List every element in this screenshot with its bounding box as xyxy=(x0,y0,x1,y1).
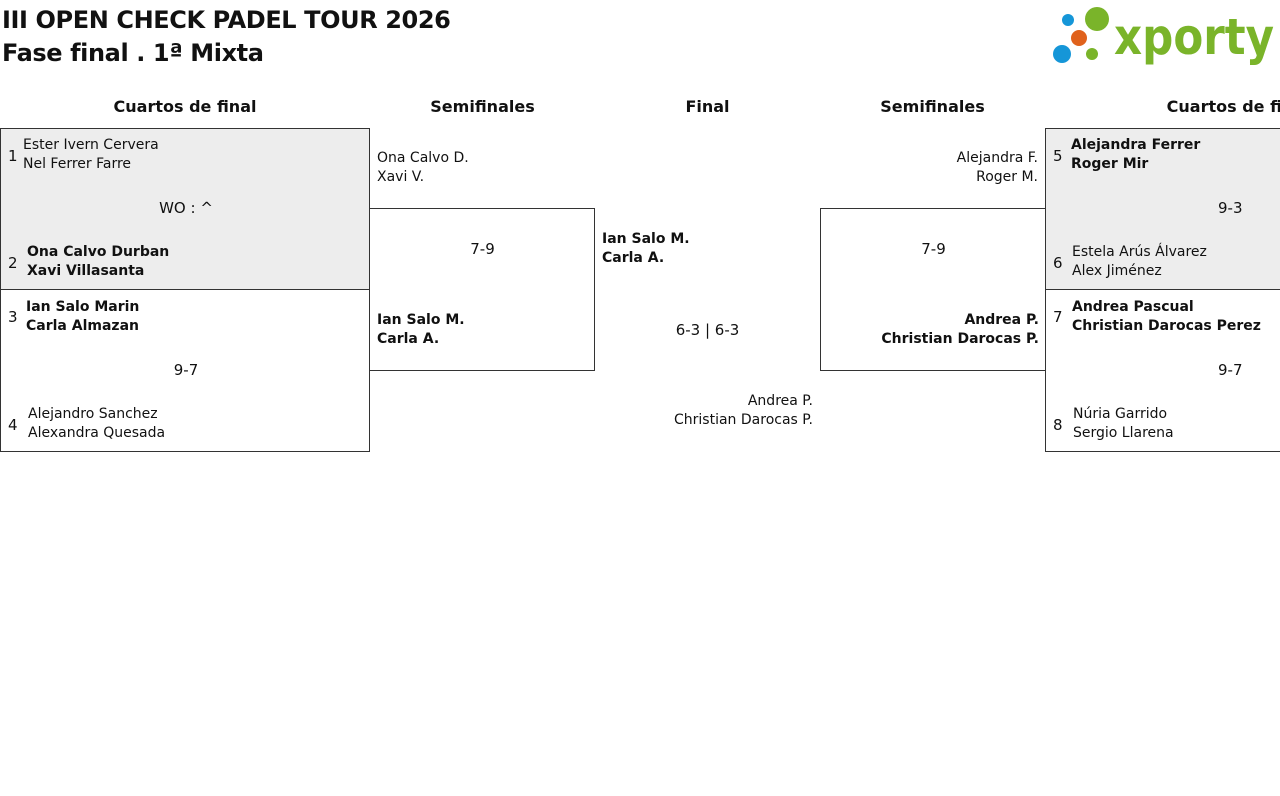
team-name-winner: Andrea P. Christian Darocas P. xyxy=(821,311,1039,349)
seed-number: 7 xyxy=(1053,308,1063,326)
match-score: 9-3 xyxy=(1218,199,1243,217)
match-sf-left[interactable]: 7-9 Ian Salo M. Carla A. xyxy=(369,208,595,371)
player-name: Ian Salo M. xyxy=(377,312,465,328)
match-score: 7-9 xyxy=(921,240,946,258)
match-qf-1[interactable]: 1 Ester Ivern Cervera Nel Ferrer Farre W… xyxy=(0,128,370,290)
team-name: Ester Ivern Cervera Nel Ferrer Farre xyxy=(23,136,159,174)
logo-text: xporty xyxy=(1114,8,1274,66)
seed-number: 8 xyxy=(1053,416,1063,434)
player-name: Christian Darocas P. xyxy=(674,412,813,428)
seed-number: 3 xyxy=(8,308,18,326)
sf-left-top-team: Ona Calvo D. Xavi V. xyxy=(377,149,469,187)
player-name: Alejandra Ferrer xyxy=(1071,137,1201,153)
team-name-winner: Ona Calvo Durban Xavi Villasanta xyxy=(27,243,169,281)
player-name: Ian Salo Marin xyxy=(26,299,140,315)
player-name: Alejandro Sanchez xyxy=(28,406,158,422)
match-sf-right[interactable]: 7-9 Andrea P. Christian Darocas P. xyxy=(820,208,1046,371)
player-name: Ester Ivern Cervera xyxy=(23,137,159,153)
xporty-logo[interactable]: xporty xyxy=(1050,2,1280,68)
seed-number: 5 xyxy=(1053,147,1063,165)
tournament-title: III OPEN CHECK PADEL TOUR 2026 xyxy=(2,6,451,34)
seed-number: 6 xyxy=(1053,254,1063,272)
player-name: Carla Almazan xyxy=(26,318,139,334)
player-name: Estela Arús Álvarez xyxy=(1072,244,1207,260)
team-name: Alejandro Sanchez Alexandra Quesada xyxy=(28,405,165,443)
player-name: Andrea P. xyxy=(964,312,1039,328)
team-name-winner: Andrea Pascual Christian Darocas Perez xyxy=(1072,298,1261,336)
round-heading-sf-left: Semifinales xyxy=(430,97,535,116)
team-name: Núria Garrido Sergio Llarena xyxy=(1073,405,1174,443)
player-name: Roger Mir xyxy=(1071,156,1149,172)
player-name: Alejandra F. xyxy=(956,150,1038,166)
player-name: Roger M. xyxy=(976,169,1038,185)
phase-subtitle: Fase final . 1ª Mixta xyxy=(2,39,264,67)
player-name: Xavi V. xyxy=(377,169,425,185)
player-name: Christian Darocas P. xyxy=(881,331,1039,347)
player-name: Ian Salo M. xyxy=(602,231,690,247)
match-qf-3[interactable]: 5 Alejandra Ferrer Roger Mir 9-3 6 Estel… xyxy=(1045,128,1280,290)
player-name: Christian Darocas Perez xyxy=(1072,318,1261,334)
player-name: Nel Ferrer Farre xyxy=(23,156,132,172)
logo-dots-icon: xporty xyxy=(1053,7,1274,66)
sf-right-top-team: Alejandra F. Roger M. xyxy=(820,149,1038,187)
player-name: Sergio Llarena xyxy=(1073,425,1174,441)
round-heading-qf-right: Cuartos de fin xyxy=(1166,97,1280,116)
player-name: Alexandra Quesada xyxy=(28,425,166,441)
player-name: Xavi Villasanta xyxy=(27,263,145,279)
final-winner-team: Ian Salo M. Carla A. xyxy=(602,230,690,268)
player-name: Andrea P. xyxy=(747,393,813,409)
final-score: 6-3 | 6-3 xyxy=(675,321,740,339)
match-score: 7-9 xyxy=(470,240,495,258)
player-name: Ona Calvo D. xyxy=(377,150,469,166)
player-name: Núria Garrido xyxy=(1073,406,1168,422)
match-score: WO : ^ xyxy=(159,199,213,217)
team-name: Estela Arús Álvarez Alex Jiménez xyxy=(1072,243,1207,281)
team-name-winner: Ian Salo M. Carla A. xyxy=(377,311,465,349)
round-heading-sf-right: Semifinales xyxy=(880,97,985,116)
match-qf-2[interactable]: 3 Ian Salo Marin Carla Almazan 9-7 4 Ale… xyxy=(0,289,370,452)
round-heading-qf-left: Cuartos de final xyxy=(113,97,257,116)
player-name: Ona Calvo Durban xyxy=(27,244,170,260)
player-name: Andrea Pascual xyxy=(1072,299,1194,315)
player-name: Alex Jiménez xyxy=(1072,263,1162,279)
round-heading-final: Final xyxy=(685,97,730,116)
page-title: III OPEN CHECK PADEL TOUR 2026 Fase fina… xyxy=(2,4,451,70)
final-runnerup-team: Andrea P. Christian Darocas P. xyxy=(595,392,813,430)
player-name: Carla A. xyxy=(377,331,440,347)
player-name: Carla A. xyxy=(602,250,665,266)
team-name-winner: Alejandra Ferrer Roger Mir xyxy=(1071,136,1200,174)
seed-number: 2 xyxy=(8,254,18,272)
match-qf-4[interactable]: 7 Andrea Pascual Christian Darocas Perez… xyxy=(1045,289,1280,452)
seed-number: 1 xyxy=(8,147,18,165)
seed-number: 4 xyxy=(8,416,18,434)
match-score: 9-7 xyxy=(173,361,199,379)
team-name-winner: Ian Salo Marin Carla Almazan xyxy=(26,298,139,336)
match-score: 9-7 xyxy=(1218,361,1243,379)
